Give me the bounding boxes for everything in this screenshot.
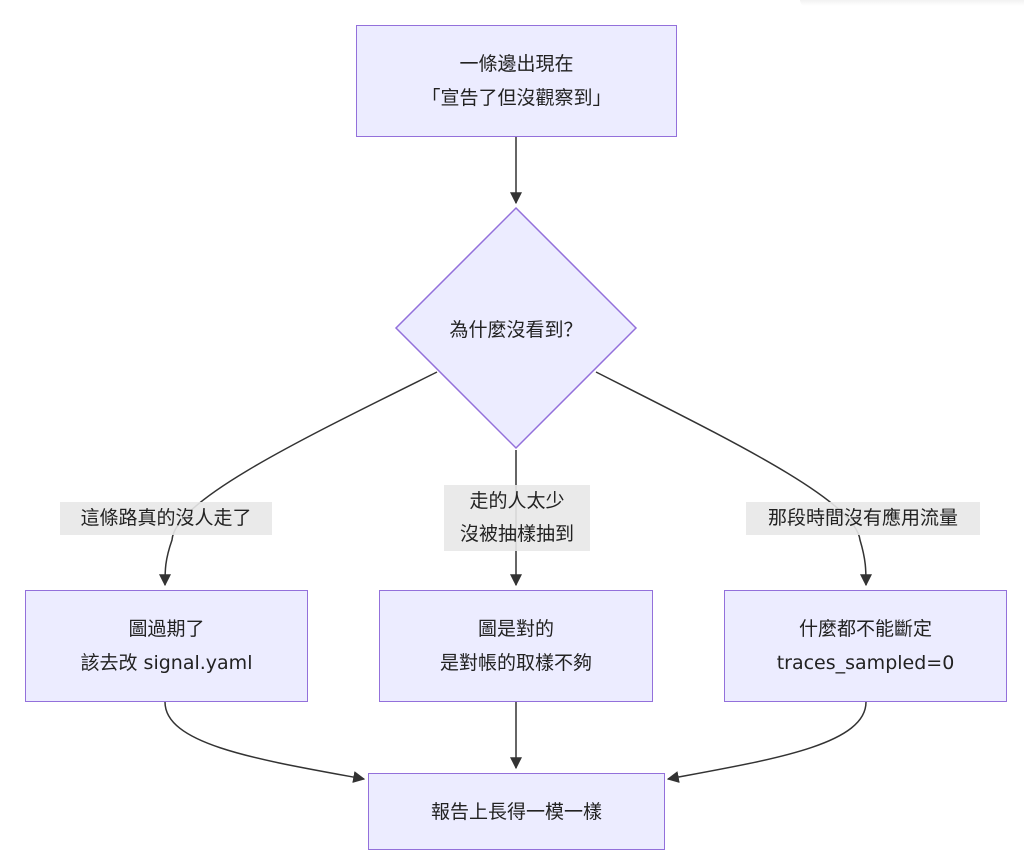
start-node-line2: 「宣告了但沒觀察到」 [421,87,612,109]
edge-label-left: 這條路真的沒人走了 [60,502,272,535]
edge-decision-to-left [159,371,438,587]
outcome-middle-node: 圖是對的 是對帳的取樣不夠 [379,590,653,702]
start-node-line1: 一條邊出現在 [459,53,574,75]
end-node-label: 報告上長得一模一樣 [430,800,602,823]
outcome-left-line2: 該去改 signal.yaml [80,652,253,674]
edge-right-to-end [666,701,867,783]
decision-node-label: 為什麼沒看到？ [449,318,583,341]
edge-label-middle-line2: 沒被抽樣抽到 [459,523,574,545]
outcome-middle-line1: 圖是對的 [477,618,554,640]
edge-label-middle: 走的人太少 沒被抽樣抽到 [444,485,590,551]
edge-label-left-text: 這條路真的沒人走了 [80,507,252,529]
end-node: 報告上長得一模一樣 [368,773,665,850]
outcome-right-line2: traces_sampled=0 [776,652,955,674]
edge-decision-to-right [595,371,872,587]
outcome-left-line1: 圖過期了 [128,618,205,640]
outcome-left-node: 圖過期了 該去改 signal.yaml [25,590,308,702]
edge-label-right: 那段時間沒有應用流量 [746,502,980,535]
decision-diamond [394,206,638,450]
window-corner-shadow [800,0,1024,6]
edge-label-middle-line1: 走的人太少 [469,490,565,512]
start-node: 一條邊出現在 「宣告了但沒觀察到」 [356,25,677,137]
edge-label-right-text: 那段時間沒有應用流量 [767,507,958,529]
edge-left-to-end [164,701,366,783]
outcome-right-node: 什麼都不能斷定 traces_sampled=0 [724,590,1007,702]
outcome-middle-line2: 是對帳的取樣不夠 [439,652,592,674]
outcome-right-line1: 什麼都不能斷定 [798,618,932,640]
decision-node: 為什麼沒看到？ [416,308,616,348]
